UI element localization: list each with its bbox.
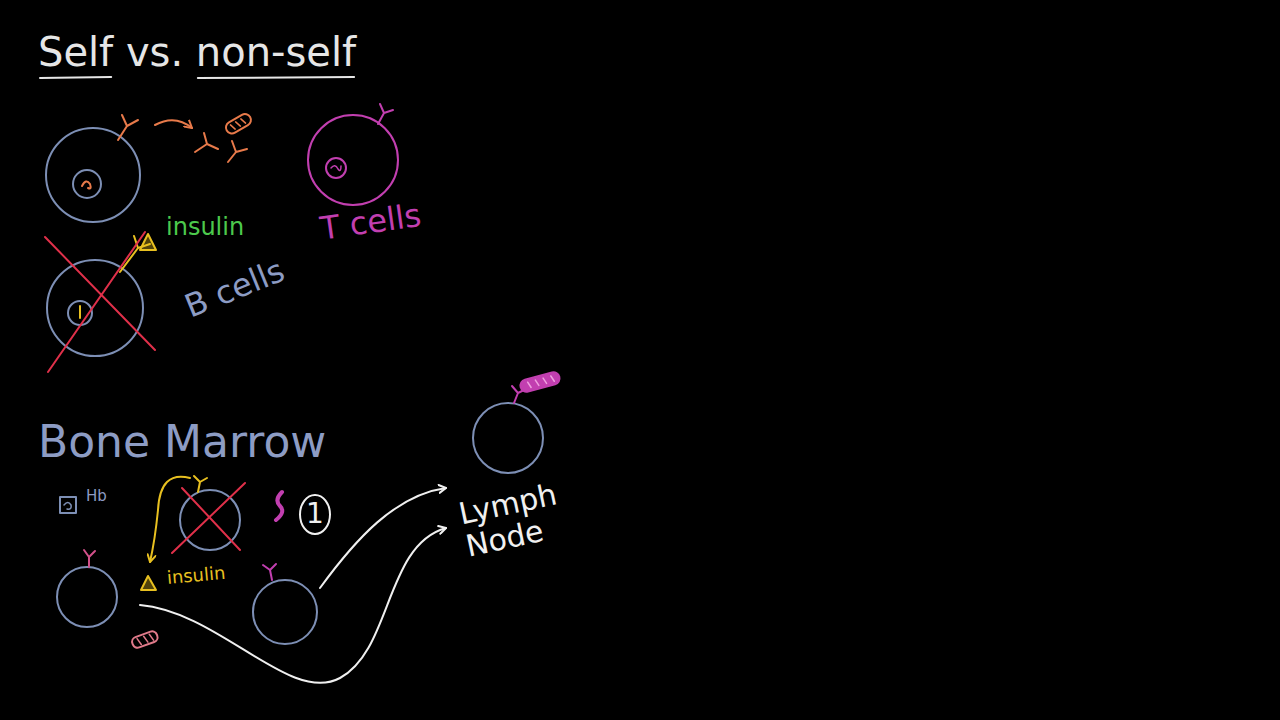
- lymph-node-cell-part-part: [528, 375, 555, 388]
- b-cell-self-top-part-part: [230, 118, 245, 130]
- b-cell-self-top-part: [118, 115, 138, 140]
- bone-marrow-cells: [57, 476, 317, 649]
- b-cell-self-top: [46, 112, 253, 222]
- molecule-label: insulin: [166, 214, 244, 240]
- callout-number: 1: [299, 494, 331, 535]
- title-underline: [40, 77, 111, 78]
- cell-type-label: B cells: [180, 253, 289, 325]
- bone-marrow-cells-part: [194, 476, 207, 492]
- migration-arrows-part: [140, 528, 446, 683]
- title: Self vs. non-self: [38, 30, 356, 74]
- t-cell: [308, 104, 398, 205]
- bone-marrow-cells-part: [172, 483, 245, 553]
- bone-marrow-cells-part-part: [137, 634, 153, 646]
- bone-marrow-cells-part: [141, 576, 156, 590]
- b-cell-self-top-part: [195, 133, 218, 152]
- bone-marrow-cells-part-part: [131, 630, 159, 649]
- bone-marrow-cells-part: [57, 567, 117, 627]
- bone-marrow-cells-part: [64, 503, 71, 510]
- lymph-node-cell-part: [473, 403, 543, 473]
- t-cell-part: [308, 115, 398, 205]
- b-cell-self-top-part: [73, 170, 101, 198]
- b-cell-self-top-part: [228, 141, 247, 162]
- b-cell-self-reactive-part: [79, 306, 81, 318]
- bone-marrow-cells-part: [60, 497, 76, 513]
- b-cell-self-reactive-part: [47, 260, 143, 356]
- b-cell-self-top-part: [224, 112, 253, 136]
- migration-arrows: [140, 488, 446, 683]
- bone-marrow-cells-part: [253, 580, 317, 644]
- molecule-label: insulin: [166, 563, 226, 588]
- title-underline: [198, 77, 354, 78]
- title-underlines: [40, 77, 354, 78]
- lymph-node-cell: [473, 371, 561, 473]
- bone-marrow-cells-part: [131, 630, 159, 649]
- b-cell-self-top-part: [155, 120, 192, 128]
- b-cell-self-top-part: [82, 181, 91, 188]
- bone-marrow-cells-part: [276, 492, 282, 520]
- bone-marrow-cells-part: [263, 564, 276, 580]
- location-label: Lymph Node: [456, 475, 579, 563]
- lymph-node-cell-part: [519, 371, 561, 393]
- lymph-node-cell-part-part: [519, 371, 561, 393]
- b-cell-self-top-part-part: [224, 112, 253, 136]
- location-label: Bone Marrow: [38, 418, 326, 466]
- bone-marrow-cells-part: [84, 550, 95, 567]
- t-cell-part: [326, 158, 346, 178]
- b-cell-self-reactive: [45, 232, 156, 372]
- b-cell-self-reactive-part: [45, 232, 155, 372]
- t-cell-part: [331, 166, 341, 171]
- t-cell-part: [378, 104, 393, 124]
- molecule-label: Hb: [86, 488, 107, 505]
- cell-type-label: T cells: [318, 198, 423, 247]
- b-cell-self-top-part: [46, 128, 140, 222]
